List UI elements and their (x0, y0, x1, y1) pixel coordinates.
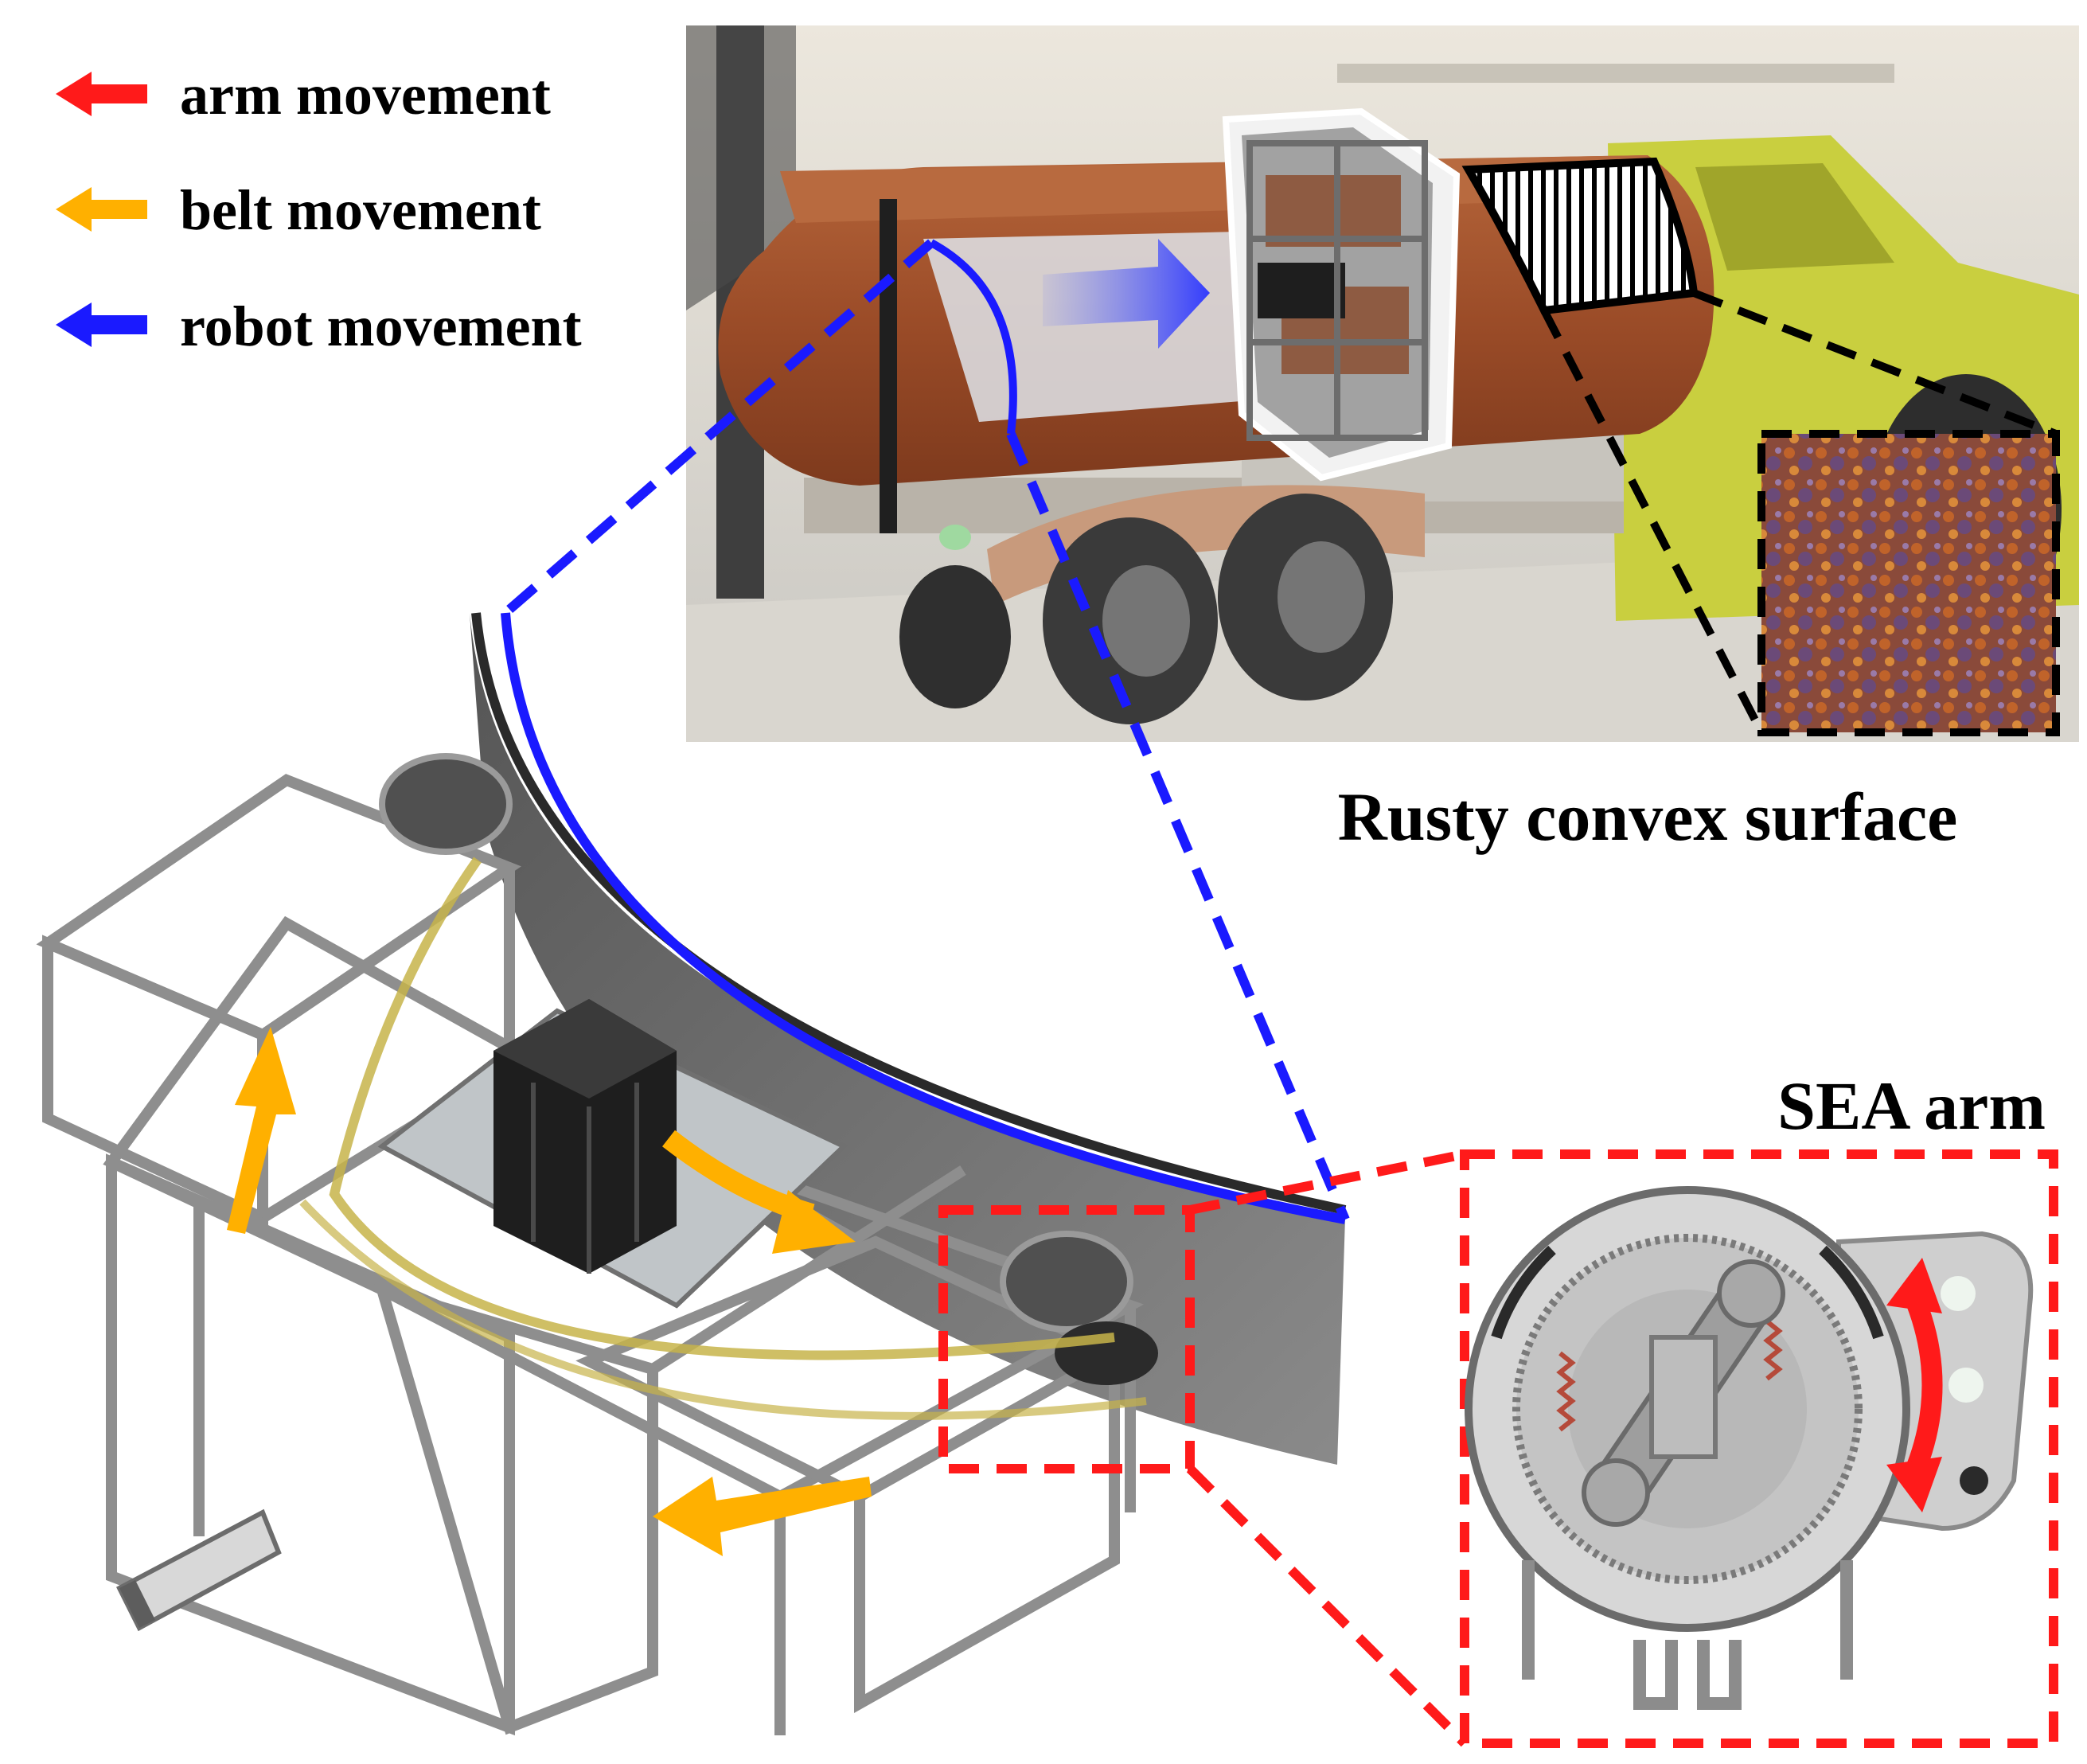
tank-cutaway (923, 231, 1281, 422)
highlighted-surface-patch (1461, 157, 1699, 315)
belt-movement-arrows (227, 1027, 872, 1556)
robot-on-tank (1222, 107, 1461, 482)
sea-arm-source-box (938, 1205, 1195, 1473)
legend-label-arm: arm movement (180, 63, 551, 127)
curved-plate (470, 613, 1345, 1465)
surface-leader-lines (1540, 289, 2058, 735)
truck-wheels (899, 494, 1393, 724)
legend-item-belt: belt movement (56, 178, 541, 242)
surface-caption: Rusty convex surface (1338, 779, 1958, 855)
legend-label-robot: robot movement (180, 295, 582, 358)
red-arrow-icon (56, 72, 147, 116)
yellow-arrow-icon (56, 187, 147, 232)
blue-arrow-icon (56, 302, 147, 347)
robot-contact-curve (501, 612, 1347, 1224)
belt-arrow-left (653, 1477, 872, 1556)
arm-caption: SEA arm (1777, 1067, 2046, 1144)
legend-item-robot: robot movement (56, 295, 582, 358)
legend: arm movement belt movement robot movemen… (56, 63, 582, 358)
legend-label-belt: belt movement (180, 178, 541, 242)
belt-arrow-up (227, 1027, 296, 1234)
arm-rotation-arrow (1886, 1258, 1943, 1512)
tank-pipe (880, 199, 897, 533)
sea-arm-detail-box (1460, 1149, 2058, 1748)
tail-tube (116, 1508, 282, 1632)
robot-direction-arrow (1043, 239, 1210, 349)
sea-arm-joints (379, 753, 1158, 1385)
drive-motor (493, 999, 677, 1274)
belt-arrow-right-head (772, 1190, 856, 1254)
legend-item-arm: arm movement (56, 63, 551, 127)
robot-movement-leaders (502, 239, 1350, 1222)
rust-texture-inset (1757, 430, 2060, 736)
tank-profile-curve (929, 239, 1017, 435)
drive-belt (329, 857, 1115, 1360)
sea-arm-detail (1465, 1186, 2034, 1710)
sea-arm-callout (938, 1149, 2058, 1748)
